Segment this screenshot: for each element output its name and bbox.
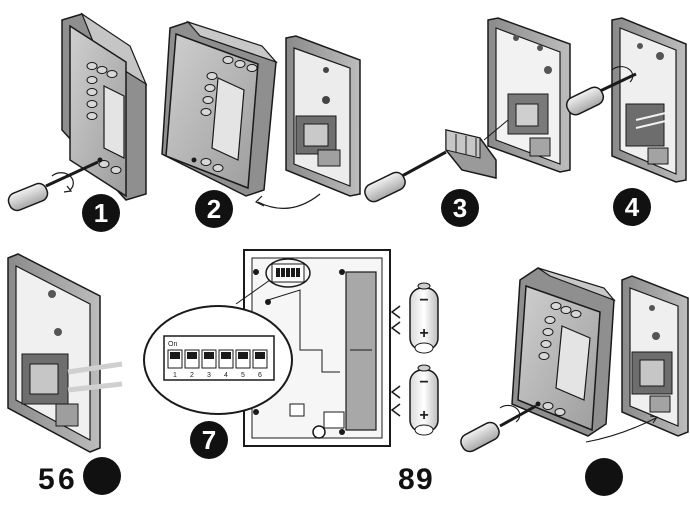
- step4-badge: 4: [613, 188, 651, 226]
- step5-number: 5: [38, 463, 55, 496]
- dip-number-5: 5: [241, 372, 245, 379]
- dip-number-1: 1: [173, 372, 177, 379]
- step6-number: 6: [58, 463, 75, 496]
- dip-number-6: 6: [258, 372, 262, 379]
- step5-wallplate: [7, 253, 101, 453]
- dip-number-4: 4: [224, 372, 228, 379]
- battery-bottom-minus: −: [419, 374, 428, 391]
- dip-switch-callout: On 1 2 3 4 5 6: [143, 305, 293, 415]
- step9-wallplate: [621, 275, 689, 437]
- dip-number-2: 2: [190, 372, 194, 379]
- step2-wallplate: [285, 35, 361, 197]
- step9-number: 9: [416, 463, 433, 496]
- step8-number: 8: [398, 463, 415, 496]
- rotate-arrow-icon: [254, 193, 321, 209]
- battery-top-plus: +: [419, 325, 428, 342]
- battery-bottom-plus: +: [419, 407, 428, 424]
- terminal-block: [445, 119, 509, 179]
- step3-number: 3: [453, 193, 467, 223]
- step9-thermostat: [511, 267, 616, 437]
- step1-badge: 1: [82, 194, 120, 232]
- battery-top: − +: [409, 282, 439, 354]
- step5-6-label: 5 6: [38, 457, 121, 496]
- step2-badge: 2: [195, 190, 233, 228]
- step3-wallplate: [487, 17, 571, 173]
- step2-thermostat: [161, 20, 278, 197]
- step4-wallplate: [611, 17, 687, 183]
- step4-number: 4: [625, 192, 640, 222]
- dip-switches: [167, 349, 268, 369]
- screwdriver-icon: [7, 160, 99, 212]
- dip-on-label: On: [168, 341, 177, 348]
- step9-arrow-icon: [585, 415, 658, 443]
- battery-bottom: − +: [409, 364, 439, 436]
- battery-top-minus: −: [419, 292, 428, 309]
- battery-insert-arrows: [390, 305, 401, 417]
- step3-screwdriver-icon: [364, 150, 447, 203]
- step3-badge: 3: [441, 189, 479, 227]
- step7-badge: 7: [190, 421, 228, 459]
- final-step-badge: [585, 458, 623, 496]
- step1-number: 1: [94, 198, 108, 228]
- step9-screwdriver-icon: [460, 404, 537, 453]
- step1-thermostat: [61, 12, 148, 201]
- dip-number-3: 3: [207, 372, 211, 379]
- wires: [67, 361, 123, 393]
- step2-number: 2: [207, 194, 221, 224]
- step4-screwdriver-icon: [565, 66, 637, 116]
- step7-number: 7: [202, 425, 216, 455]
- step8-9-label: 8 9: [398, 463, 433, 496]
